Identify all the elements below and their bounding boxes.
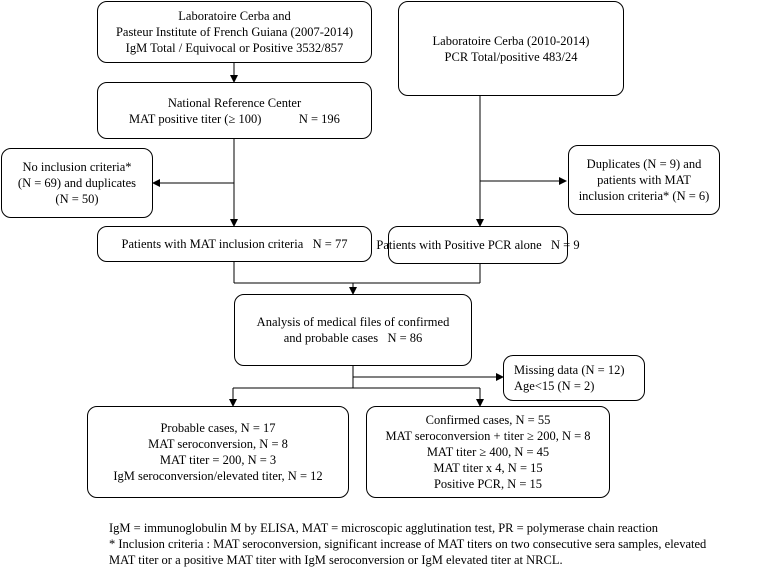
box-line: Age<15 (N = 2) xyxy=(514,379,595,393)
box-confirmed-cases: Confirmed cases, N = 55 MAT seroconversi… xyxy=(366,406,610,498)
box-line: Missing data (N = 12) xyxy=(514,363,625,377)
box-line: (N = 69) and duplicates xyxy=(17,176,137,190)
footnote-abbreviations: IgM = immunoglobulin M by ELISA, MAT = m… xyxy=(109,521,658,535)
box-line: Confirmed cases, N = 55 xyxy=(425,413,551,427)
box-line: IgM Total / Equivocal or Positive 3532/8… xyxy=(125,41,344,55)
box-line: and probable cases N = 86 xyxy=(283,331,423,345)
box-cerba-pcr: Laboratoire Cerba (2010-2014) PCR Total/… xyxy=(398,1,624,96)
box-line: MAT titer = 200, N = 3 xyxy=(159,453,277,467)
box-line: Positive PCR, N = 15 xyxy=(433,477,543,491)
box-mat-inclusion: Patients with MAT inclusion criteria N =… xyxy=(97,226,372,262)
box-pcr-alone: Patients with Positive PCR alone N = 9 xyxy=(376,226,580,264)
footnote-inclusion-criteria: * Inclusion criteria : MAT seroconversio… xyxy=(109,537,707,551)
footnote-inclusion-criteria-cont: MAT titer or a positive MAT titer with I… xyxy=(109,553,563,567)
box-national-reference: National Reference Center MAT positive t… xyxy=(97,82,372,139)
box-line: Patients with Positive PCR alone N = 9 xyxy=(376,238,580,252)
box-line: Pasteur Institute of French Guiana (2007… xyxy=(115,25,354,39)
box-line: Analysis of medical files of confirmed xyxy=(256,315,450,329)
box-analysis: Analysis of medical files of confirmed a… xyxy=(234,294,472,366)
box-line: inclusion criteria* (N = 6) xyxy=(578,189,710,203)
box-line: patients with MAT xyxy=(597,173,691,187)
box-line: Duplicates (N = 9) and xyxy=(586,157,702,171)
box-missing-data: Missing data (N = 12) Age<15 (N = 2) xyxy=(503,355,645,401)
box-line: Patients with MAT inclusion criteria N =… xyxy=(121,237,348,251)
box-line: (N = 50) xyxy=(55,192,99,206)
box-line: MAT titer ≥ 400, N = 45 xyxy=(426,445,550,459)
box-line: Laboratoire Cerba and xyxy=(178,9,291,23)
box-line: MAT seroconversion + titer ≥ 200, N = 8 xyxy=(385,429,591,443)
box-line: IgM seroconversion/elevated titer, N = 1… xyxy=(113,469,323,483)
box-line: MAT positive titer (≥ 100) N = 196 xyxy=(129,111,340,126)
box-line: MAT titer x 4, N = 15 xyxy=(433,461,543,475)
box-line: National Reference Center xyxy=(167,95,302,110)
box-cerba-pasteur: Laboratoire Cerba and Pasteur Institute … xyxy=(97,1,372,63)
box-line: Probable cases, N = 17 xyxy=(160,421,276,435)
box-line: No inclusion criteria* xyxy=(22,160,132,174)
box-no-inclusion: No inclusion criteria* (N = 69) and dupl… xyxy=(1,148,153,218)
box-line: PCR Total/positive 483/24 xyxy=(444,49,578,64)
box-line: MAT seroconversion, N = 8 xyxy=(148,437,288,451)
box-probable-cases: Probable cases, N = 17 MAT seroconversio… xyxy=(87,406,349,498)
box-line: Laboratoire Cerba (2010-2014) xyxy=(432,33,590,48)
box-duplicates: Duplicates (N = 9) and patients with MAT… xyxy=(568,145,720,215)
